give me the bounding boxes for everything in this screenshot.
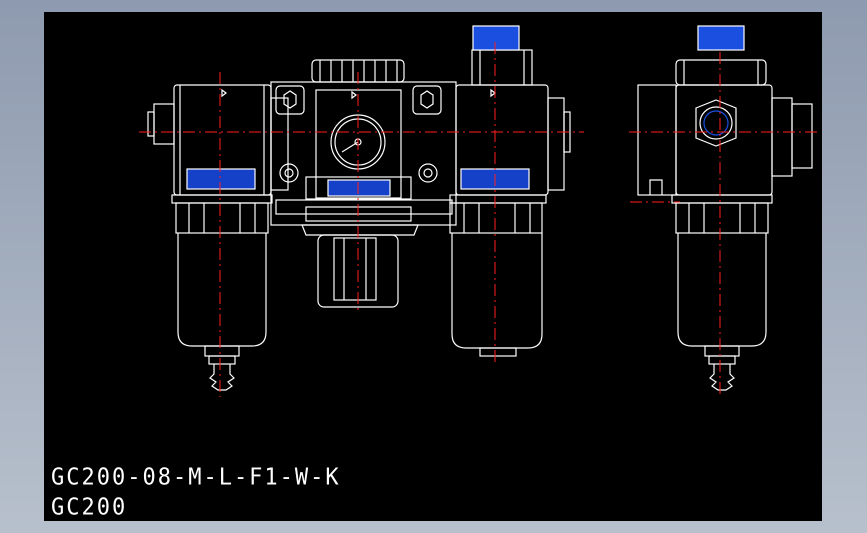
side-knob-cap: [697, 25, 745, 51]
lubricator-unit-right: [449, 25, 571, 357]
regulator-unit-center: [270, 59, 457, 308]
brand-label-left: [186, 168, 256, 190]
filter-unit-left: [147, 84, 289, 391]
side-view-unit: [637, 25, 813, 391]
model-code-label: GC200-08-M-L-F1-W-K: [51, 464, 341, 491]
centerlines: [139, 42, 819, 397]
assembly-drawing: [139, 25, 819, 397]
series-code-label: GC200: [51, 494, 128, 521]
brand-label-center: [327, 179, 391, 197]
cad-canvas: GC200-08-M-L-F1-W-K GC200: [44, 12, 822, 521]
oil-cap-knob: [472, 25, 520, 51]
